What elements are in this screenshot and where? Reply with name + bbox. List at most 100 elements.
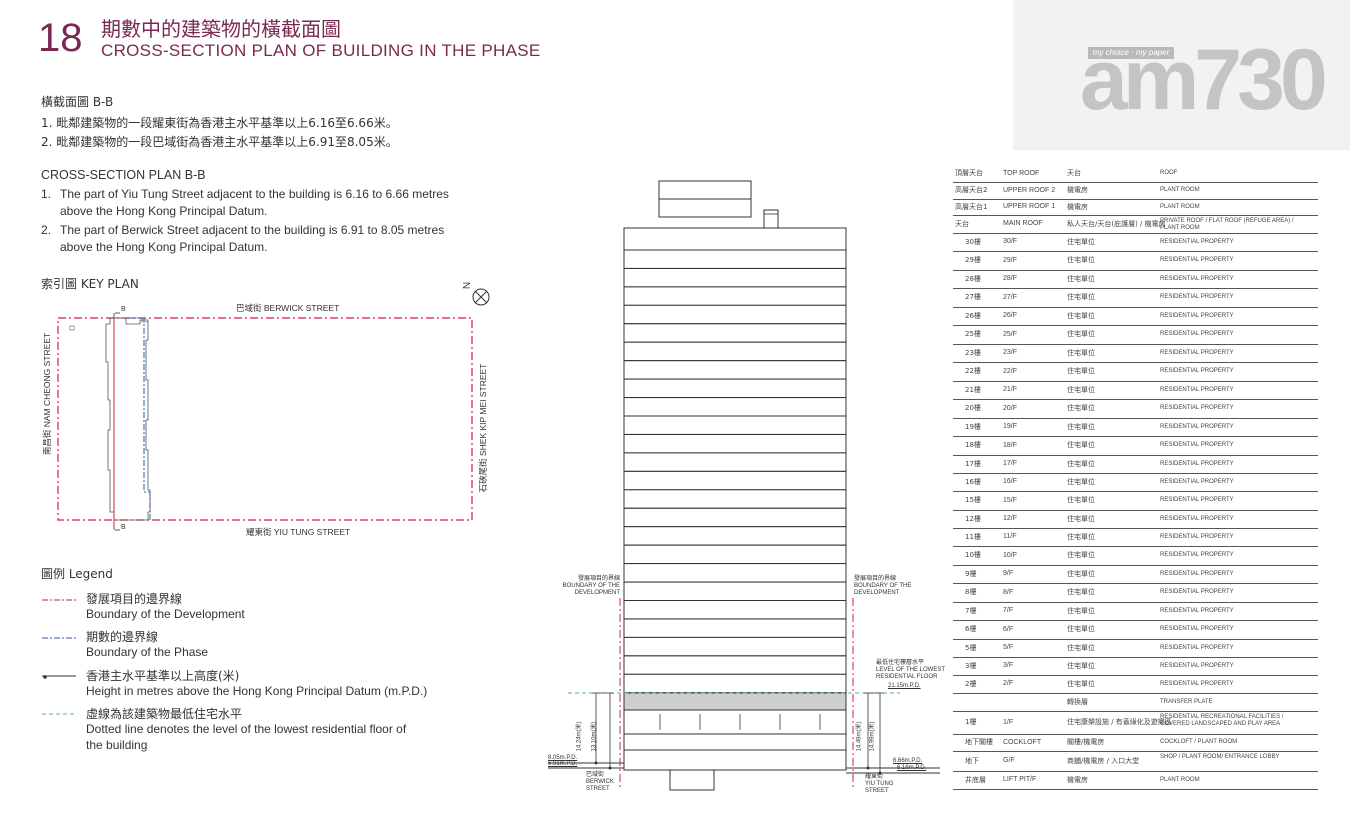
floor-slab bbox=[623, 526, 847, 546]
floor-slab bbox=[623, 636, 847, 657]
table-cell: 機電房 bbox=[1067, 186, 1088, 194]
lowest-res-level: 21.15m.P.D. bbox=[888, 683, 921, 689]
table-cell: 住宅康樂設施 / 有蓋綠化及遊樂區 bbox=[1067, 718, 1172, 726]
left-level-1: 8.05m.P.D. bbox=[548, 755, 578, 761]
table-cell: 機電房 bbox=[1067, 203, 1088, 211]
table-cell: 8樓 bbox=[965, 588, 977, 596]
floor-slab bbox=[623, 452, 847, 472]
floor-slab bbox=[623, 581, 847, 602]
table-cell: 住宅單位 bbox=[1067, 607, 1095, 615]
table-cell: 天台 bbox=[955, 220, 969, 228]
floor-slab bbox=[623, 673, 847, 694]
table-cell: 18樓 bbox=[965, 441, 981, 449]
legend-title: 圖例 Legend bbox=[41, 567, 113, 581]
transfer-plate bbox=[623, 692, 847, 711]
floor-slab bbox=[623, 544, 847, 565]
table-cell: RESIDENTIAL PROPERTY bbox=[1160, 442, 1234, 448]
table-cell: 住宅單位 bbox=[1067, 680, 1095, 688]
table-cell: 27樓 bbox=[965, 293, 981, 301]
legend-item-1-zh: 發展項目的邊界線 bbox=[86, 592, 183, 606]
table-cell: 7/F bbox=[1003, 607, 1014, 614]
notes-en-1-line1: The part of Yiu Tung Street adjacent to … bbox=[60, 187, 449, 201]
table-cell: PLANT ROOM bbox=[1160, 187, 1200, 193]
table-cell: 5/F bbox=[1003, 644, 1014, 651]
floor-slab bbox=[623, 470, 847, 491]
table-cell: RESIDENTIAL PROPERTY bbox=[1160, 424, 1234, 430]
table-cell: 21/F bbox=[1003, 386, 1018, 393]
key-plan-top-street: 巴域街 BERWICK STREET bbox=[236, 303, 340, 313]
table-cell: 7樓 bbox=[965, 607, 977, 615]
table-cell: 26/F bbox=[1003, 312, 1018, 319]
table-cell: 26樓 bbox=[965, 312, 981, 320]
table-cell: 22樓 bbox=[965, 367, 981, 375]
left-level-2: 6.91m.P.D. bbox=[548, 761, 578, 767]
table-cell: 29樓 bbox=[965, 256, 981, 264]
table-cell: RESIDENTIAL PROPERTY bbox=[1160, 239, 1234, 245]
left-street-en2: STREET bbox=[586, 786, 610, 792]
notes-zh-item-1: 1. 毗鄰建築物的一段耀東街為香港主水平基準以上6.16至6.66米。 bbox=[41, 116, 398, 130]
table-cell: 住宅單位 bbox=[1067, 570, 1095, 578]
table-cell: MAIN ROOF bbox=[1003, 220, 1043, 227]
table-cell: 住宅單位 bbox=[1067, 423, 1095, 431]
table-cell: 10/F bbox=[1003, 552, 1018, 559]
legend-item-4-en1: Dotted line denotes the level of the low… bbox=[86, 722, 407, 736]
legend-item-3-zh: 香港主水平基準以上高度(米) bbox=[86, 669, 240, 683]
logo-tagline: my choice · my paper bbox=[1088, 47, 1174, 59]
key-plan-marker-top: B bbox=[121, 306, 126, 313]
table-cell: SHOP / PLANT ROOM/ ENTRANCE LOBBY bbox=[1160, 754, 1280, 760]
table-cell: 閣樓/機電房 bbox=[1067, 738, 1105, 746]
table-cell: 15樓 bbox=[965, 496, 981, 504]
table-cell: PLANT ROOM bbox=[1160, 204, 1200, 210]
left-dim-1: 14.24m(米) bbox=[576, 721, 583, 752]
table-cell: G/F bbox=[1003, 757, 1015, 764]
table-cell: 19樓 bbox=[965, 423, 981, 431]
table-cell: RESIDENTIAL PROPERTY bbox=[1160, 479, 1234, 485]
boundary-left-en1: BOUNDARY OF THE bbox=[562, 583, 620, 589]
table-cell: 住宅單位 bbox=[1067, 312, 1095, 320]
floor-slab bbox=[623, 304, 847, 325]
table-cell: PRIVATE ROOF / FLAT ROOF (REFUGE AREA) /… bbox=[1160, 218, 1294, 231]
floor-slab bbox=[623, 360, 847, 380]
floor-slab bbox=[623, 563, 847, 583]
table-cell: 住宅單位 bbox=[1067, 386, 1095, 394]
key-plan-left-street: 南昌街 NAM CHEONG STREET bbox=[42, 332, 52, 456]
table-cell: RESIDENTIAL PROPERTY bbox=[1160, 350, 1234, 356]
table-cell: 23/F bbox=[1003, 349, 1018, 356]
table-cell: RESIDENTIAL PROPERTY bbox=[1160, 534, 1234, 540]
left-street-zh: 巴域街 bbox=[586, 772, 605, 778]
table-cell: 2樓 bbox=[965, 680, 977, 688]
table-cell: 住宅單位 bbox=[1067, 275, 1095, 283]
table-cell: 28樓 bbox=[965, 275, 981, 283]
table-cell: 井底層 bbox=[965, 776, 986, 784]
boundary-right-zh: 發展項目的界線 bbox=[854, 576, 897, 582]
table-cell: 22/F bbox=[1003, 368, 1018, 375]
floor-slab bbox=[623, 600, 847, 620]
key-plan-diagram bbox=[57, 288, 490, 531]
lowest-res-zh: 最低住宅樓層水平 bbox=[876, 660, 925, 666]
floor-slab bbox=[623, 434, 847, 454]
floor-slab bbox=[623, 286, 847, 306]
legend-item-2-zh: 期數的邊界線 bbox=[86, 630, 159, 644]
notes-en-heading: CROSS-SECTION PLAN B-B bbox=[41, 168, 206, 182]
table-cell: 9樓 bbox=[965, 570, 977, 578]
legend-symbols bbox=[42, 599, 76, 715]
right-dim-1: 14.49m(米) bbox=[856, 721, 863, 752]
key-plan-bottom-street: 耀東街 YIU TUNG STREET bbox=[246, 527, 351, 537]
table-cell: RESIDENTIAL PROPERTY bbox=[1160, 608, 1234, 614]
north-arrow-icon bbox=[472, 288, 490, 306]
table-cell: RESIDENTIAL PROPERTY bbox=[1160, 405, 1234, 411]
lowest-res-en1: LEVEL OF THE LOWEST bbox=[876, 667, 946, 673]
table-cell: COCKLOFT bbox=[1003, 739, 1042, 746]
section-number: 18 bbox=[38, 16, 83, 60]
